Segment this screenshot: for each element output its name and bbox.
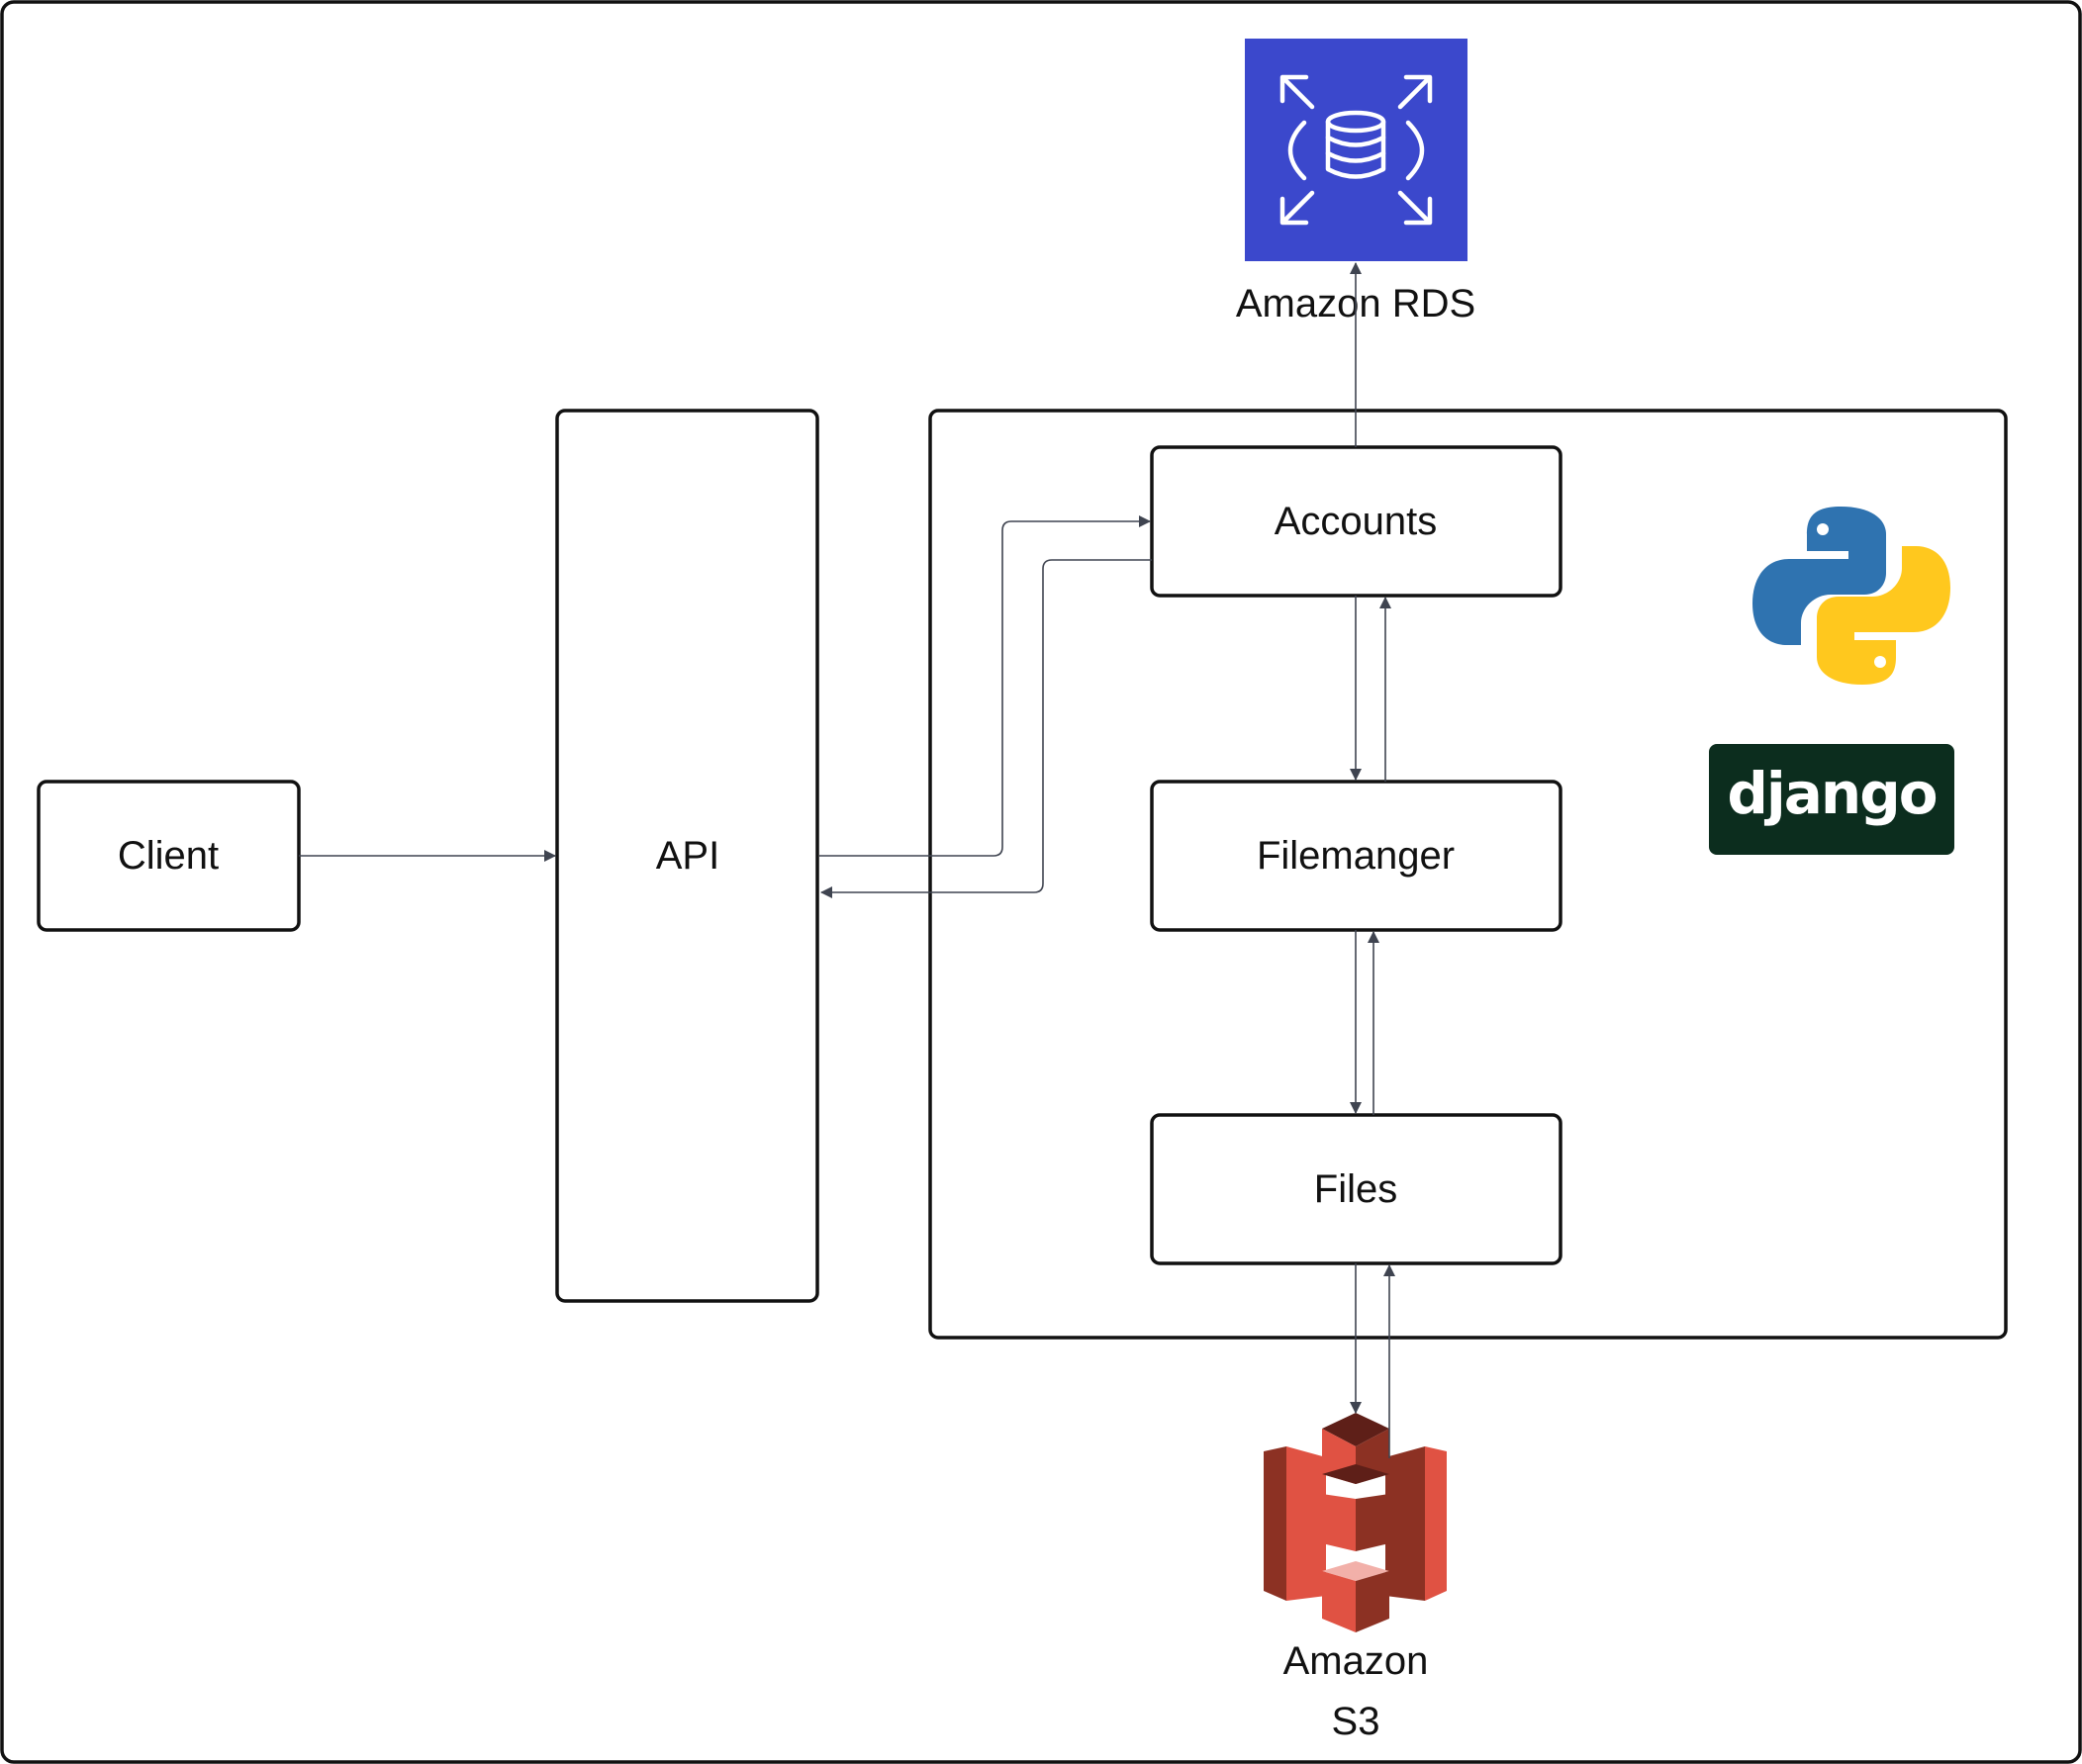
api-node[interactable]: API [555, 409, 819, 1303]
files-label: Files [1314, 1167, 1397, 1211]
django-logo-icon: django [1709, 744, 1954, 855]
filemanager-label: Filemanger [1257, 834, 1455, 878]
amazon-s3-icon [1264, 1413, 1447, 1632]
edges [299, 262, 1395, 1458]
python-logo-icon [1752, 507, 1950, 685]
client-label: Client [118, 834, 219, 878]
client-node[interactable]: Client [37, 780, 301, 932]
filemanager-node[interactable]: Filemanger [1150, 780, 1562, 932]
s3-label-line2: S3 [1332, 1700, 1380, 1743]
edge-api-to-accounts [819, 515, 1151, 857]
files-node[interactable]: Files [1150, 1113, 1562, 1265]
accounts-label: Accounts [1275, 500, 1438, 543]
edge-accounts-to-api [820, 559, 1152, 898]
s3-label-line1: Amazon [1283, 1639, 1429, 1683]
api-label: API [656, 834, 719, 878]
django-logo-text: django [1727, 760, 1936, 827]
accounts-node[interactable]: Accounts [1150, 445, 1562, 598]
amazon-rds-icon [1245, 39, 1467, 261]
